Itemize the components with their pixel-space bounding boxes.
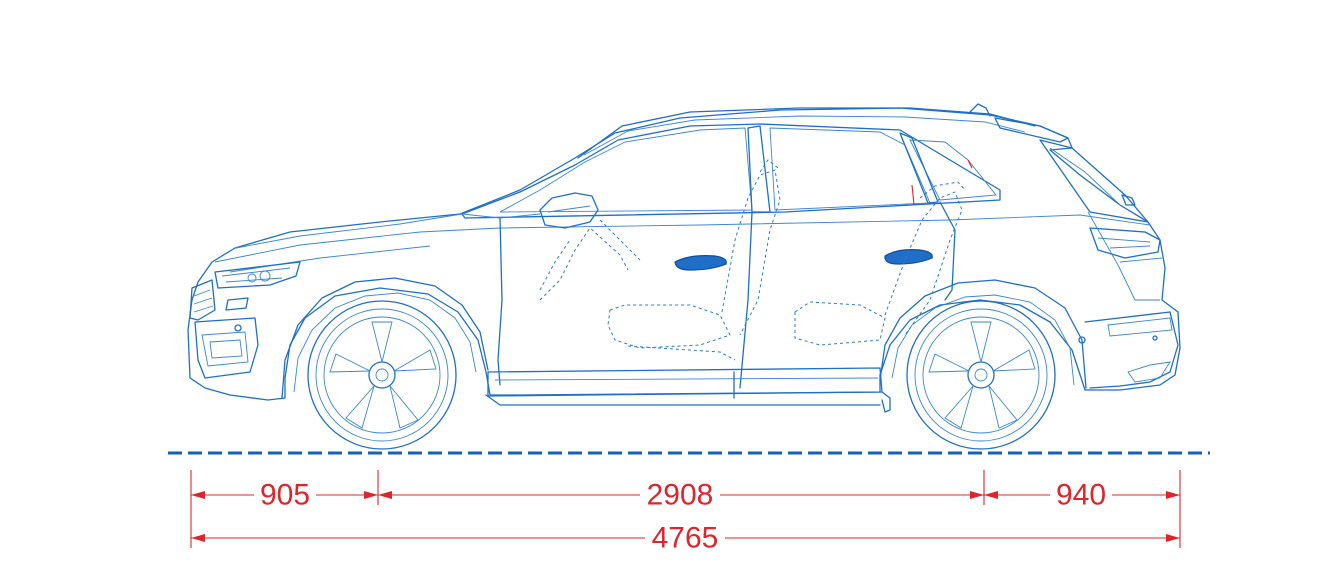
shoulder-line [214, 214, 1151, 263]
grille [189, 279, 216, 321]
window-frame [461, 123, 1001, 219]
dimension-lines: 905 2908 940 4765 [190, 470, 1181, 555]
quarter-window [909, 139, 997, 201]
rear-wheel [906, 300, 1056, 450]
rear-wheel-arch [879, 279, 1087, 389]
tailgate [1039, 139, 1149, 223]
headlight [214, 261, 301, 289]
side-skirt [487, 367, 883, 397]
interior-seats [539, 159, 966, 361]
front-door-handle [674, 255, 727, 271]
wheelbase-label: 2908 [647, 479, 714, 512]
front-bumper [194, 317, 259, 379]
overall-length-label: 4765 [652, 522, 719, 555]
door-b-pillar-cut [739, 211, 753, 389]
rear-window [769, 127, 931, 211]
front-seat [607, 304, 731, 349]
rear-door-handle [884, 249, 933, 265]
rear-overhang-label: 940 [1056, 479, 1106, 512]
body-silhouette [187, 107, 1181, 401]
roof-rail [577, 107, 1036, 159]
rear-seat [794, 301, 886, 346]
front-door-outline [497, 217, 503, 386]
car-outline [187, 103, 1181, 413]
tail-light [1089, 227, 1161, 259]
front-overhang-label: 905 [260, 479, 310, 512]
rear-door-outline [939, 201, 956, 301]
rear-bumper [1084, 311, 1179, 389]
front-wheel-arch [281, 277, 489, 399]
front-window [499, 127, 753, 213]
side-mirror [539, 192, 599, 229]
front-wheel [307, 300, 457, 450]
